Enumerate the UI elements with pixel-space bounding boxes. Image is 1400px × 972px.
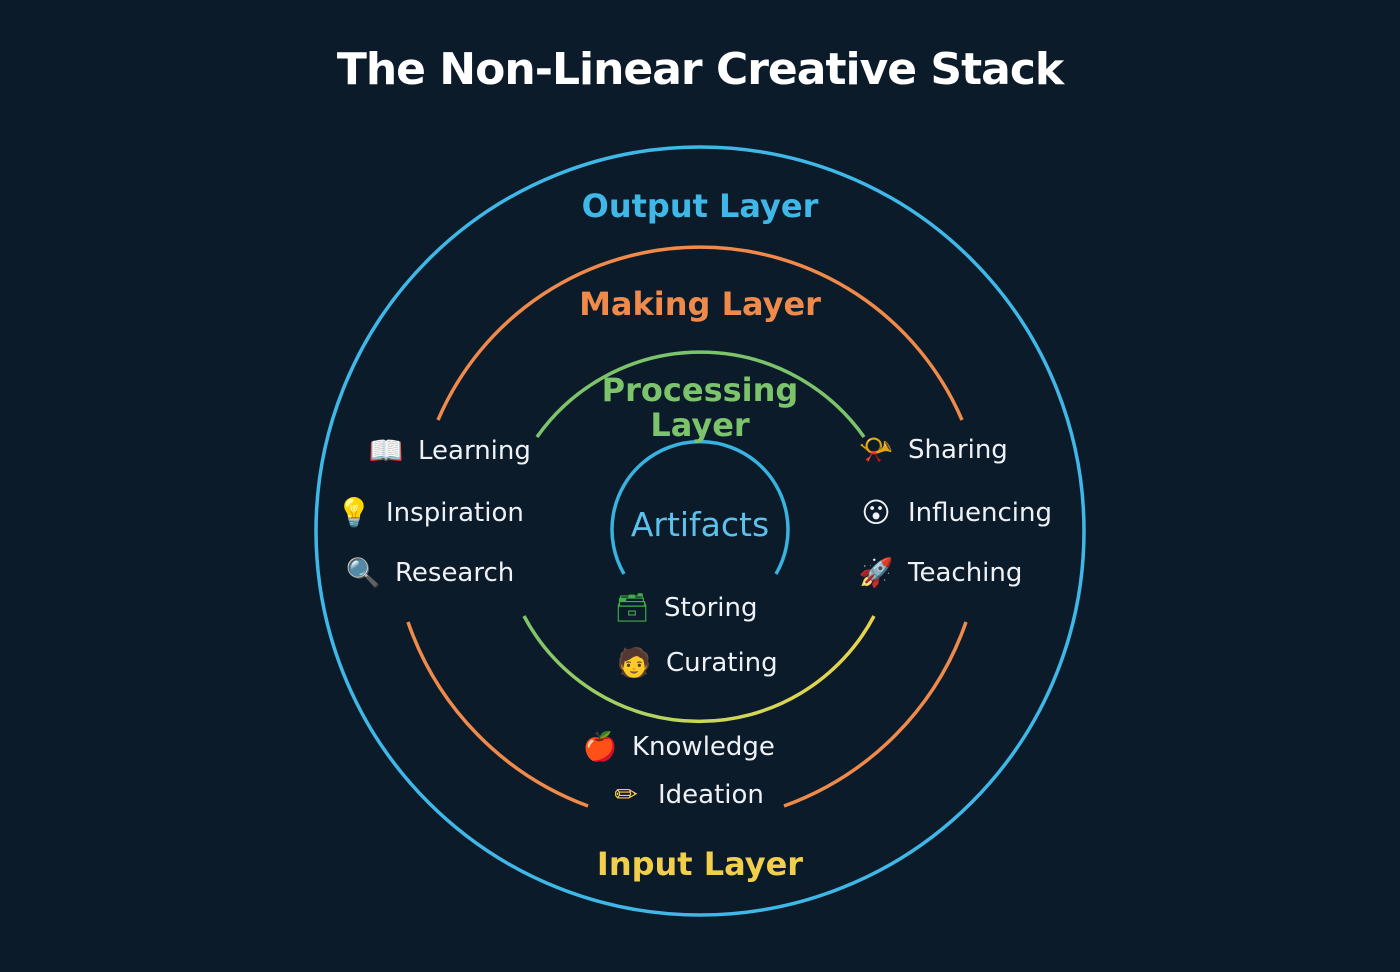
rocket-icon: 🚀	[858, 556, 894, 589]
output-layer-label: Output Layer	[581, 187, 819, 225]
item-research: 🔍 Research	[343, 556, 515, 589]
item-teaching: 🚀 Teaching	[856, 556, 1023, 589]
item-learning-label: Learning	[418, 436, 531, 466]
face-icon: 😮	[861, 496, 891, 529]
card-box-icon: 🗃	[614, 591, 650, 624]
processing-layer-top-arc	[535, 350, 866, 439]
processing-layer-label-line2: Layer	[650, 406, 750, 444]
item-curating-label: Curating	[666, 648, 778, 678]
item-sharing: 📯 Sharing	[856, 434, 1008, 466]
item-inspiration: 💡 Inspiration	[334, 497, 524, 529]
apple-icon: 🍎	[582, 730, 618, 763]
item-storing: 🗃 Storing	[612, 591, 758, 624]
item-teaching-label: Teaching	[908, 558, 1023, 588]
processing-layer-label-line1: Processing	[601, 371, 799, 409]
item-knowledge-label: Knowledge	[632, 732, 775, 762]
item-curating: 🧑 Curating	[614, 647, 778, 679]
light-bulb-icon: 💡	[336, 496, 372, 529]
making-layer-bottom-arc-right	[783, 621, 968, 808]
item-ideation-label: Ideation	[658, 780, 764, 810]
item-inspiration-label: Inspiration	[386, 498, 524, 528]
pencil-cup-icon: ✏	[614, 778, 638, 811]
input-layer-label: Input Layer	[596, 845, 804, 883]
person-at-desk-icon: 🧑	[616, 646, 652, 679]
open-book-icon: 📖	[368, 434, 404, 467]
making-layer-label: Making Layer	[579, 285, 821, 323]
making-layer-top-arc	[436, 245, 964, 421]
making-layer-bottom-arc	[406, 621, 589, 808]
item-influencing: 😮 Influencing	[856, 497, 1052, 529]
artifacts-label: Artifacts	[630, 505, 770, 544]
item-storing-label: Storing	[664, 593, 758, 623]
diagram-title: The Non-Linear Creative Stack	[336, 44, 1064, 95]
horn-icon: 📯	[858, 433, 894, 466]
item-influencing-label: Influencing	[908, 498, 1052, 528]
magnifier-icon: 🔍	[345, 556, 381, 589]
output-layer-ring	[314, 145, 1086, 917]
item-research-label: Research	[395, 558, 515, 588]
processing-layer-bottom-arc	[522, 615, 876, 724]
item-sharing-label: Sharing	[908, 435, 1008, 465]
item-ideation: ✏ Ideation	[606, 779, 764, 811]
artifacts-arc	[610, 439, 790, 575]
item-learning: 📖 Learning	[366, 435, 531, 467]
item-knowledge: 🍎 Knowledge	[580, 731, 775, 763]
